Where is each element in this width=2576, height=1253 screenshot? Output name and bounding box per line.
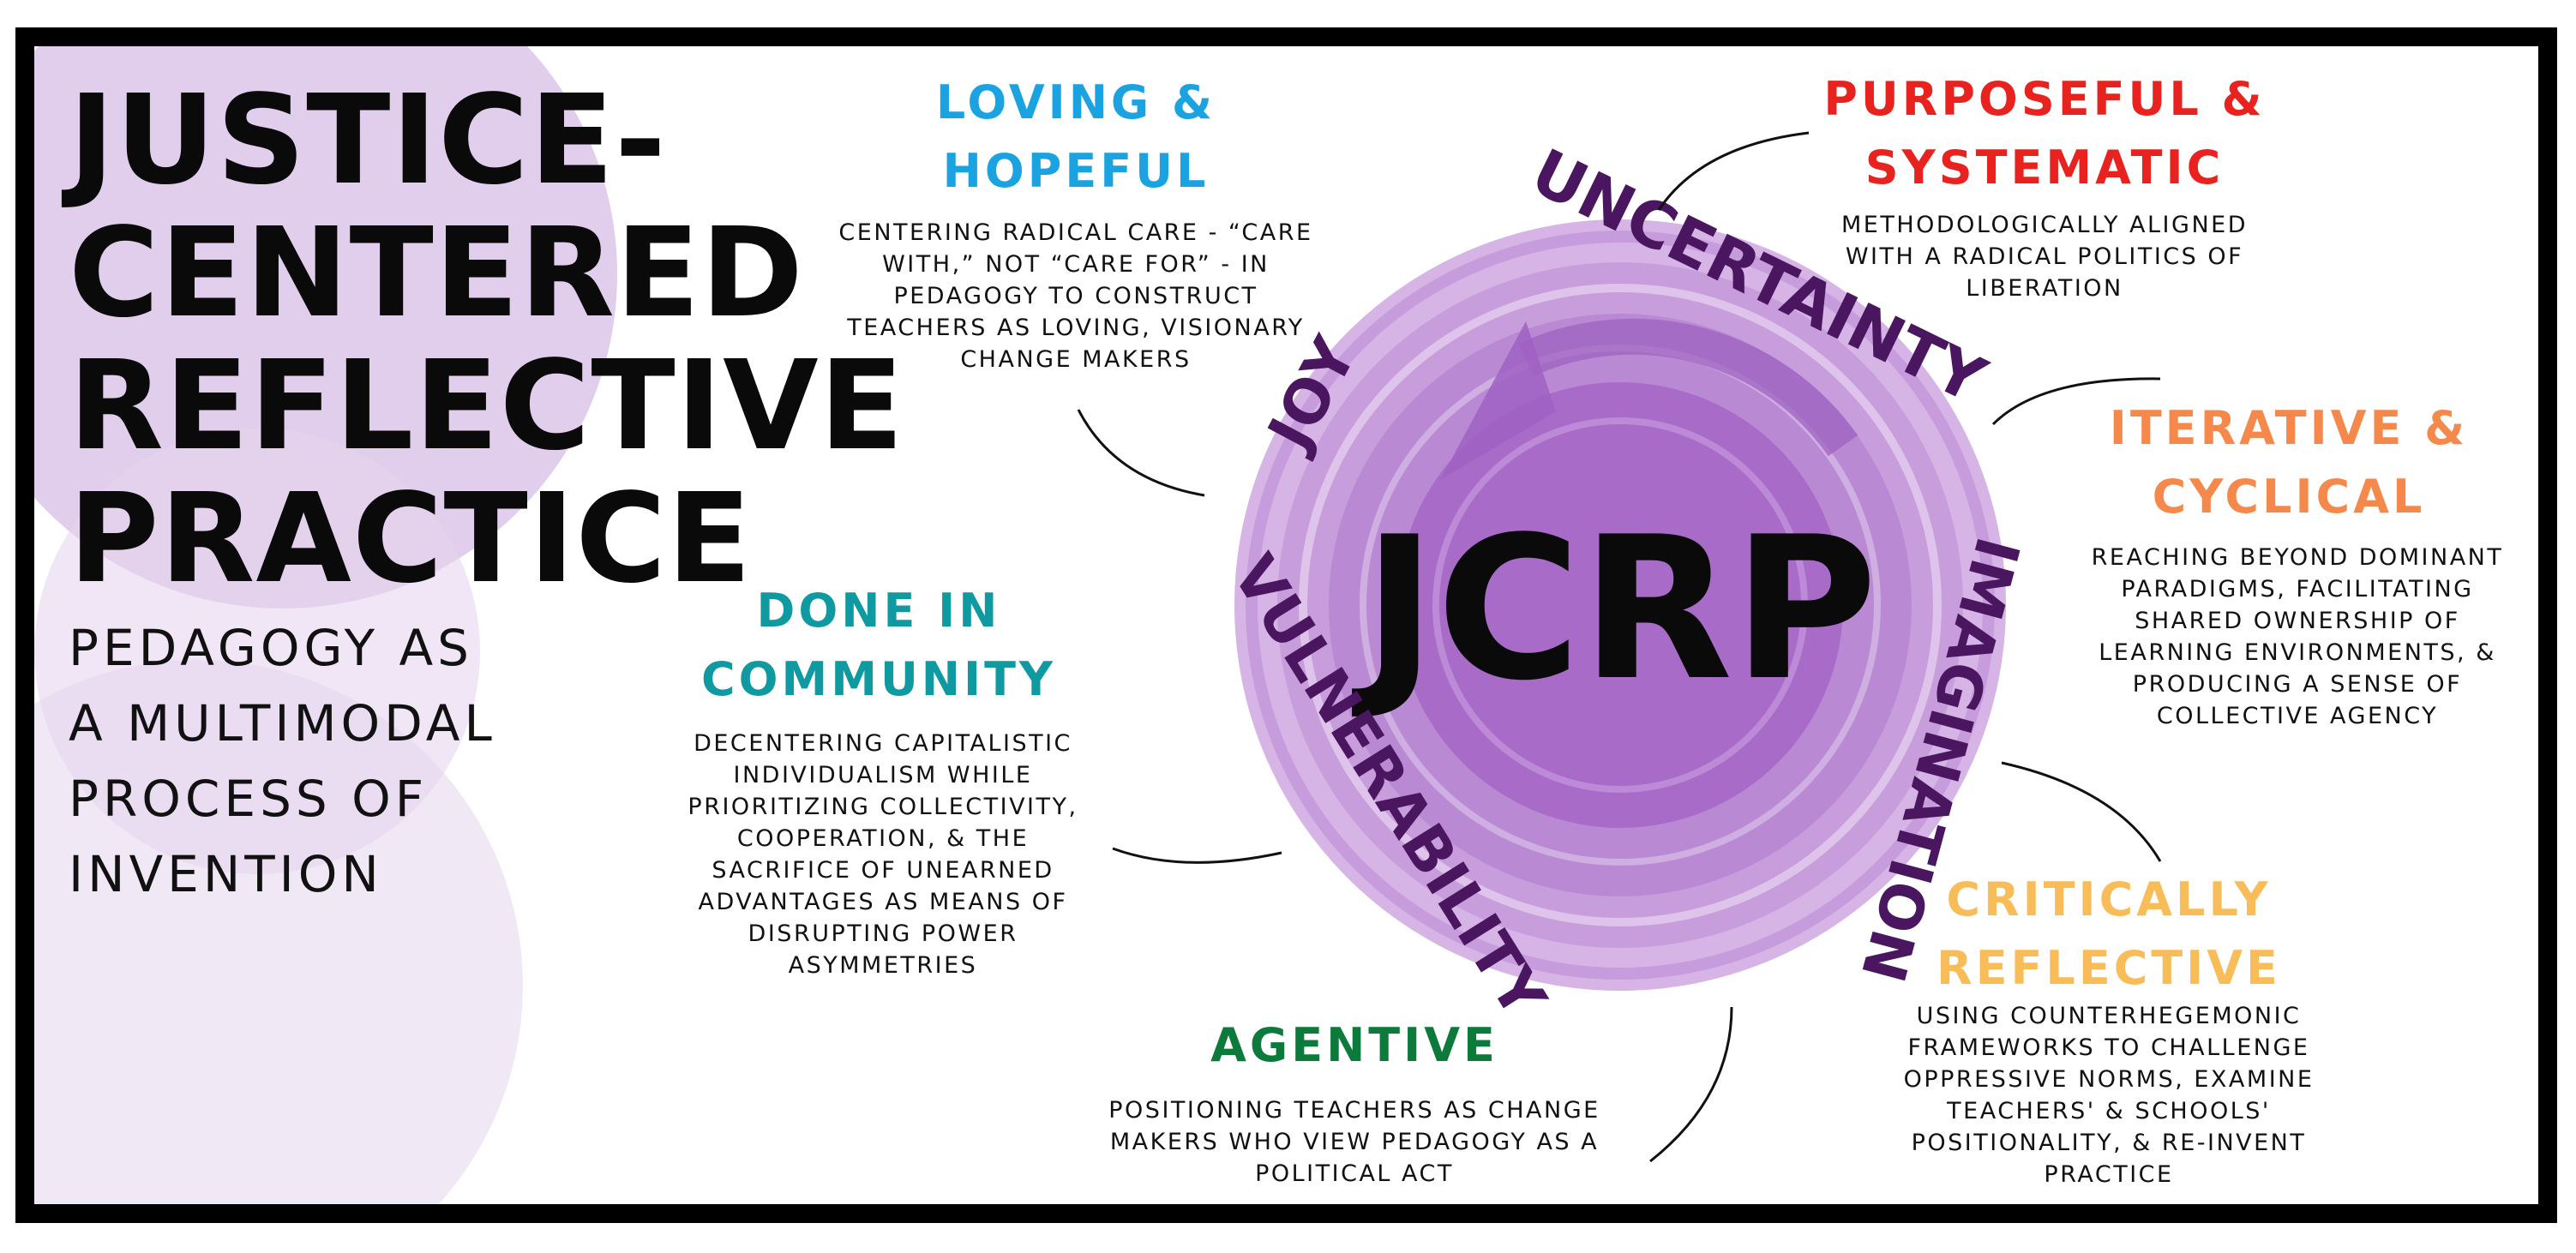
description-line: PEDAGOGY TO CONSTRUCT: [893, 283, 1258, 309]
description-line: ASYMMETRIES: [788, 952, 978, 979]
heading-line: AGENTIVE: [1210, 1018, 1498, 1072]
description-iterative-cyclical: REACHING BEYOND DOMINANT PARADIGMS, FACI…: [2057, 542, 2537, 732]
description-line: POLITICAL ACT: [1255, 1160, 1454, 1187]
connector-loving: [1077, 409, 1205, 497]
brush-ring: [1299, 284, 1942, 926]
heading-iterative-cyclical: ITERATIVE & CYCLICAL: [2075, 394, 2503, 531]
description-line: PRACTICE: [2044, 1161, 2174, 1188]
heading-line: CYCLICAL: [2152, 470, 2426, 524]
page-subtitle: PEDAGOGY AS A MULTIMODAL PROCESS OF INVE…: [69, 610, 496, 912]
description-line: TEACHERS AS LOVING, VISIONARY: [847, 315, 1305, 341]
brush-ring: [1432, 417, 1808, 793]
title-line: PRACTICE: [69, 466, 753, 610]
heading-line: LOVING &: [935, 75, 1216, 129]
description-line: COOPERATION, & THE: [736, 825, 1030, 852]
heading-line: COMMUNITY: [700, 652, 1057, 706]
title-line: JUSTICE-: [69, 68, 667, 212]
subtitle-line: PROCESS OF: [69, 770, 429, 828]
heading-loving-hopeful: LOVING & HOPEFUL: [904, 69, 1247, 206]
heading-line: SYSTEMATIC: [1864, 141, 2225, 195]
bg-circle-mid: [34, 429, 480, 874]
core-circle: [1397, 382, 1843, 828]
heading-line: REFLECTIVE: [1937, 941, 2281, 995]
description-line: DECENTERING CAPITALISTIC: [694, 730, 1072, 757]
cycle-arrow-body: [1518, 318, 1858, 457]
subtitle-line: PEDAGOGY AS: [69, 619, 473, 677]
description-loving-hopeful: CENTERING RADICAL CARE - “CARE WITH,” NO…: [802, 217, 1350, 375]
description-done-in-community: DECENTERING CAPITALISTIC INDIVIDUALISM W…: [656, 728, 1110, 981]
description-line: POSITIONING TEACHERS AS CHANGE: [1108, 1097, 1600, 1124]
description-line: POSITIONALITY, & RE-INVENT: [1911, 1130, 2307, 1156]
heading-agentive: AGENTIVE: [1183, 1011, 1526, 1080]
cycle-arrow-head: [1440, 321, 1556, 480]
connector-agentive: [1649, 1006, 1733, 1163]
description-line: MAKERS WHO VIEW PEDAGOGY AS A: [1109, 1129, 1600, 1155]
description-line: CHANGE MAKERS: [960, 346, 1192, 373]
description-line: LIBERATION: [1966, 275, 2123, 302]
description-critically-reflective: USING COUNTERHEGEMONIC FRAMEWORKS TO CHA…: [1869, 1000, 2349, 1190]
description-line: REACHING BEYOND DOMINANT: [2091, 544, 2504, 571]
subtitle-line: INVENTION: [69, 845, 383, 903]
heading-line: ITERATIVE &: [2109, 401, 2469, 455]
description-purposeful-systematic: METHODOLOGICALLY ALIGNED WITH A RADICAL …: [1809, 209, 2280, 304]
center-acronym: JCRP: [1352, 495, 1877, 724]
description-line: CENTERING RADICAL CARE - “CARE: [838, 219, 1313, 246]
description-line: FRAMEWORKS TO CHALLENGE: [1907, 1034, 2310, 1061]
connector-community: [1112, 847, 1282, 864]
description-line: METHODOLOGICALLY ALIGNED: [1840, 212, 2248, 238]
description-line: PRODUCING A SENSE OF: [2132, 671, 2463, 698]
connector-critically: [2001, 761, 2162, 862]
description-line: PRIORITIZING COLLECTIVITY,: [688, 794, 1078, 820]
description-line: OPPRESSIVE NORMS, EXAMINE: [1903, 1066, 2315, 1093]
title-line: REFLECTIVE: [69, 333, 905, 477]
description-line: SACRIFICE OF UNEARNED: [712, 857, 1054, 884]
heading-done-in-community: DONE IN COMMUNITY: [686, 577, 1072, 714]
description-line: INDIVIDUALISM WHILE: [733, 762, 1033, 788]
description-line: COLLECTIVE AGENCY: [2156, 703, 2439, 729]
description-line: WITH A RADICAL POLITICS OF: [1845, 243, 2244, 270]
title-line: CENTERED: [69, 201, 804, 345]
heading-line: DONE IN: [756, 584, 1001, 638]
heading-line: HOPEFUL: [942, 144, 1210, 198]
subtitle-line: A MULTIMODAL: [69, 694, 496, 752]
description-line: DISRUPTING POWER: [748, 920, 1018, 947]
description-line: TEACHERS' & SCHOOLS': [1947, 1098, 2271, 1124]
page-title: JUSTICE- CENTERED REFLECTIVE PRACTICE: [69, 74, 904, 605]
heading-critically-reflective: CRITICALLY REFLECTIVE: [1907, 866, 2310, 1003]
connector-purposeful: [1657, 131, 1810, 211]
heading-line: CRITICALLY: [1946, 872, 2272, 926]
connector-iterative: [1991, 377, 2161, 426]
description-agentive: POSITIONING TEACHERS AS CHANGE MAKERS WH…: [1072, 1094, 1637, 1190]
description-line: LEARNING ENVIRONMENTS, &: [2099, 639, 2496, 666]
heading-purposeful-systematic: PURPOSEFUL & SYSTEMATIC: [1809, 65, 2280, 202]
description-line: PARADIGMS, FACILITATING: [2121, 576, 2474, 603]
description-line: WITH,” NOT “CARE FOR” - IN: [882, 251, 1270, 278]
heading-line: PURPOSEFUL &: [1823, 72, 2266, 126]
description-line: ADVANTAGES AS MEANS OF: [698, 889, 1068, 915]
description-line: SHARED OWNERSHIP OF: [2135, 608, 2460, 634]
description-line: USING COUNTERHEGEMONIC: [1916, 1003, 2302, 1029]
brush-ring: [1246, 231, 1995, 980]
